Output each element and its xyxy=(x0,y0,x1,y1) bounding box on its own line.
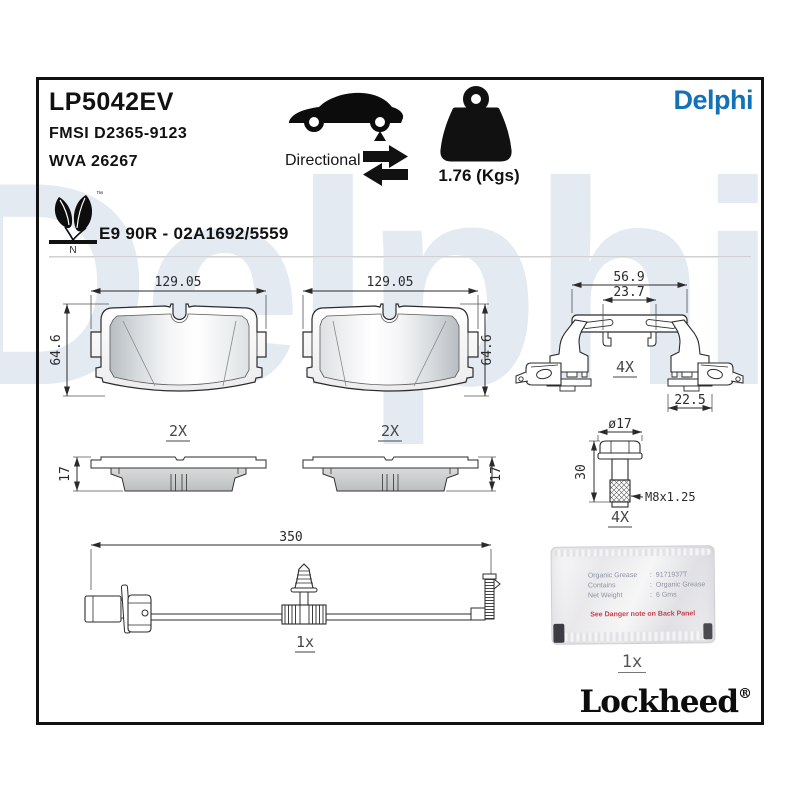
pad1-height-dim: 64.6 xyxy=(49,334,64,365)
eco-tm-mark: ™ xyxy=(96,191,103,198)
lockheed-logo: Lockheed® xyxy=(579,684,753,720)
header-divider xyxy=(49,256,751,258)
directional-arrows-icon xyxy=(363,145,408,186)
sachet-label-text: Organic Grease:9171937T Contains:Organic… xyxy=(587,571,706,600)
bolt-thread-spec: M8x1.25 xyxy=(645,490,696,504)
clip-foot-width-dim: 22.5 xyxy=(674,393,705,408)
eco-leaf-icon: N ™ xyxy=(49,191,103,254)
wva-number: WVA 26267 xyxy=(49,153,138,170)
pad-plan-right-drawing: 17 xyxy=(302,456,504,492)
part-number: LP5042EV xyxy=(49,88,174,116)
weight-value: 1.76 (Kgs) xyxy=(438,166,520,185)
sachet-corner-tab-left xyxy=(553,623,565,643)
sachet-warning-text: See Danger note on Back Panel xyxy=(590,610,696,619)
sachet-corner-tab-right xyxy=(703,623,713,640)
approval-number: E9 90R - 02A1692/5559 xyxy=(99,224,289,243)
pad2-height-dim: 64.6 xyxy=(480,334,495,365)
position-marker-triangle xyxy=(374,131,386,141)
pad1-width-dim: 129.05 xyxy=(155,275,202,290)
delphi-logo: Delphi xyxy=(673,85,753,115)
clip-overall-width-dim: 56.9 xyxy=(613,270,644,285)
eco-n-letter: N xyxy=(69,245,76,254)
fmsi-number: FMSI D2365-9123 xyxy=(49,125,188,142)
sachet-crimp-bottom xyxy=(555,631,712,642)
sensor-qty: 1x xyxy=(296,633,314,651)
pad-front-right-drawing: 129.05 64.6 2X xyxy=(302,275,495,442)
sensor-length-dim: 350 xyxy=(279,530,302,545)
pad2-width-dim: 129.05 xyxy=(367,275,414,290)
pad2-thickness-dim: 17 xyxy=(489,466,504,482)
weight-icon xyxy=(440,86,512,162)
document-frame: LP5042EV FMSI D2365-9123 WVA 26267 Direc… xyxy=(36,77,764,725)
clip-qty: 4X xyxy=(616,358,634,376)
clip-drawing: 56.9 23.7 4X 22.5 xyxy=(515,270,744,412)
bolt-head-dia-dim: ø17 xyxy=(608,417,631,432)
pad-front-left-drawing: 129.05 64.6 2X xyxy=(49,275,267,442)
grease-sachet-photo: Organic Grease:9171937T Contains:Organic… xyxy=(550,545,716,645)
bolt-length-dim: 30 xyxy=(574,464,589,480)
pad-plan-left-drawing: 17 xyxy=(58,456,267,492)
wear-sensor-drawing: 350 1x xyxy=(84,530,501,653)
bolt-drawing: ø17 30 M8x1.25 4X xyxy=(574,417,696,528)
pad2-qty: 2X xyxy=(381,422,399,440)
pad1-qty: 2X xyxy=(169,422,187,440)
clip-inner-width-dim: 23.7 xyxy=(613,285,644,300)
bolt-qty: 4X xyxy=(611,508,629,526)
sachet-crimp-top xyxy=(554,548,711,557)
directional-label: Directional xyxy=(285,152,361,169)
sachet-qty: 1x xyxy=(609,652,655,673)
pad1-thickness-dim: 17 xyxy=(58,466,73,482)
registered-mark: ® xyxy=(738,686,752,702)
car-icon xyxy=(289,92,404,141)
